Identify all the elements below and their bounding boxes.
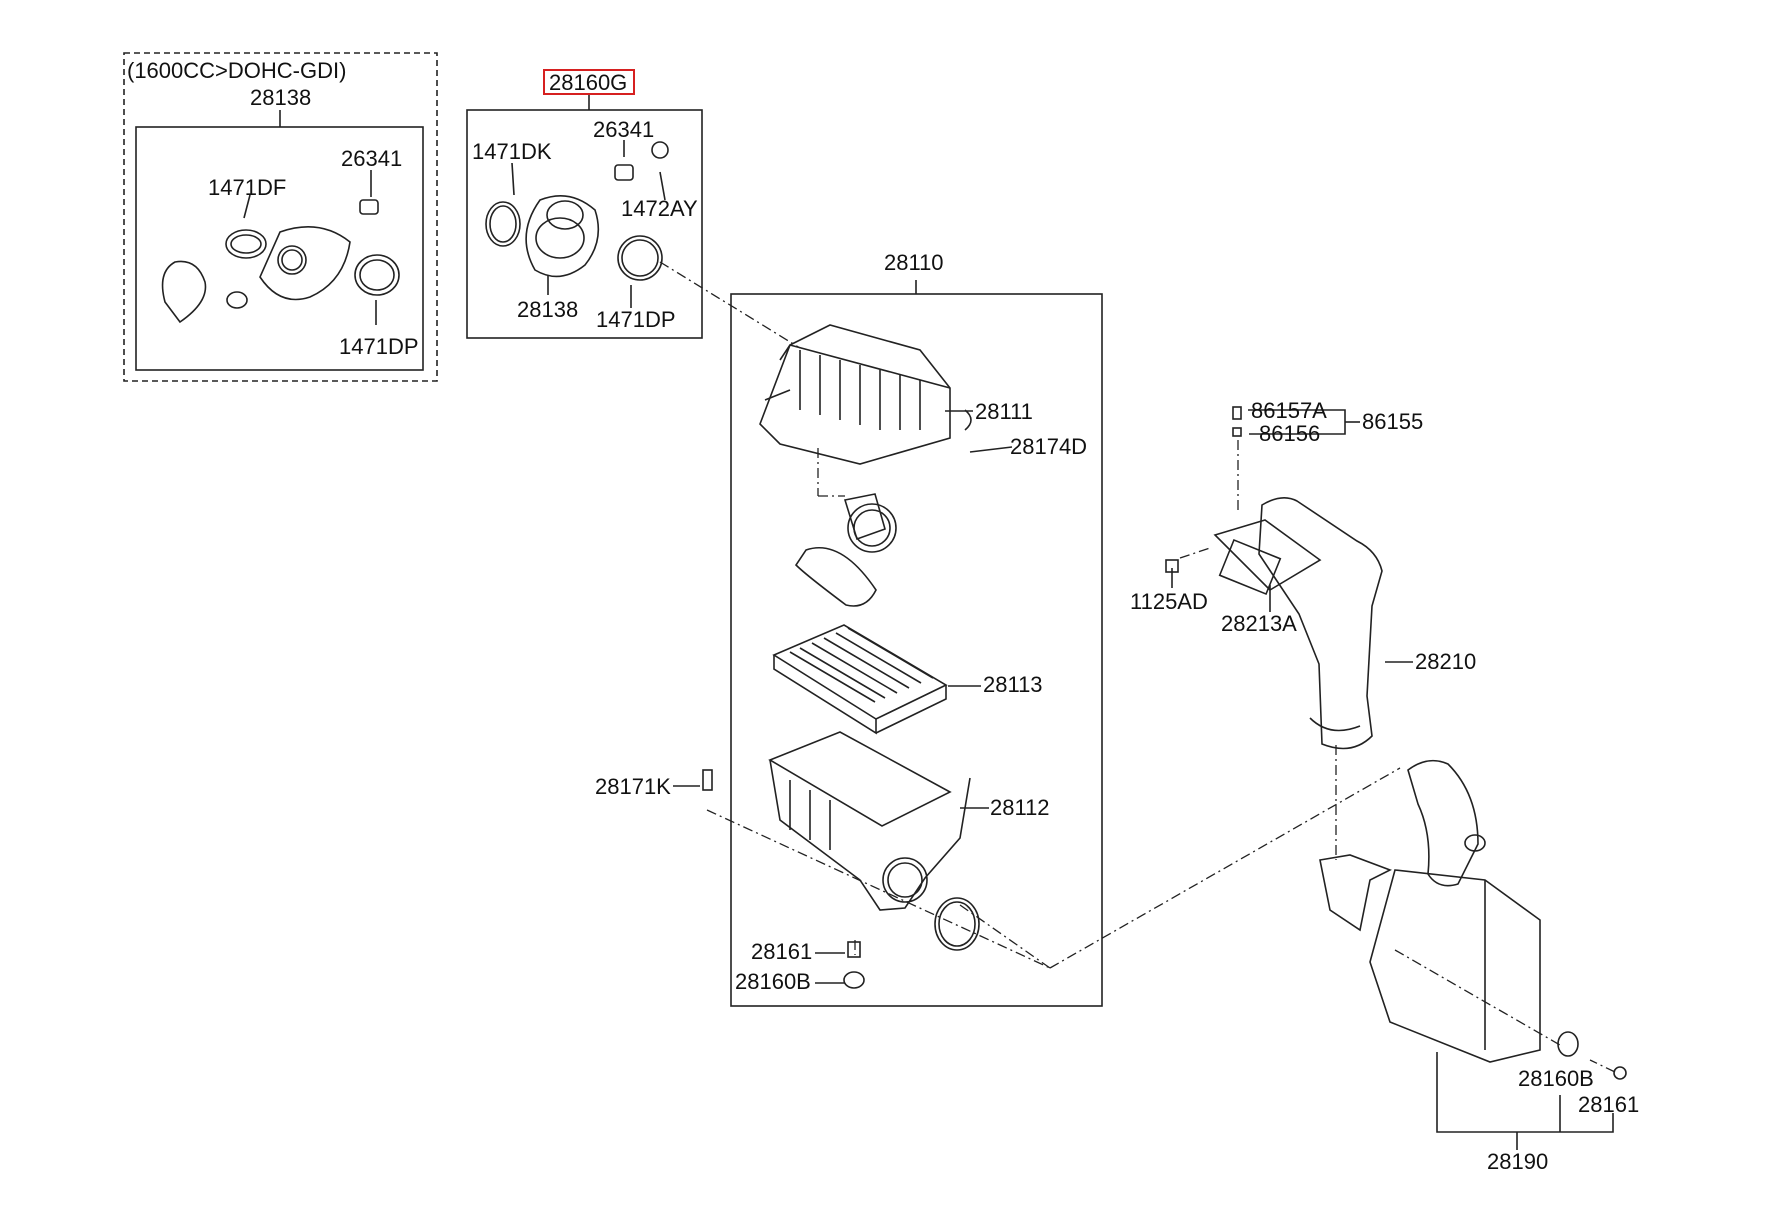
cover-label[interactable]: 28111 bbox=[975, 399, 1033, 424]
cleaner-cover bbox=[759, 324, 972, 465]
air-filter bbox=[772, 624, 948, 735]
kit-clamp-left-label[interactable]: 1471DK bbox=[472, 139, 552, 164]
cleaner-lower-body bbox=[702, 731, 980, 989]
cleaner-assy-label[interactable]: 28110 bbox=[884, 250, 944, 275]
kit-hose-parts bbox=[485, 141, 669, 281]
alt-hose-assy-label[interactable]: 28138 bbox=[250, 85, 312, 110]
duct-bracket-label[interactable]: 28213A bbox=[1221, 611, 1297, 636]
resonator-label[interactable]: 28190 bbox=[1487, 1149, 1549, 1174]
resonator-grommet-label[interactable]: 28160B bbox=[1518, 1066, 1594, 1091]
body-bolt-label[interactable]: 28171K bbox=[595, 774, 671, 799]
intake-duct bbox=[1165, 406, 1383, 750]
kit-sensor-label[interactable]: 26341 bbox=[593, 117, 655, 142]
filter-label[interactable]: 28113 bbox=[983, 672, 1043, 697]
cleaner-inlet-duct bbox=[794, 493, 897, 607]
alt-clamp-bottom-label[interactable]: 1471DP bbox=[339, 334, 419, 359]
grommet-pin-label[interactable]: 28161 bbox=[751, 939, 813, 964]
resonator bbox=[1319, 759, 1627, 1080]
resonator-pin-label[interactable]: 28161 bbox=[1578, 1092, 1640, 1117]
kit-clamp-small-label[interactable]: 1472AY bbox=[621, 196, 698, 221]
alt-clamp-top-label[interactable]: 1471DF bbox=[208, 175, 287, 200]
body-label[interactable]: 28112 bbox=[990, 795, 1050, 820]
bolt-set-group-label[interactable]: 86155 bbox=[1362, 409, 1424, 434]
kit-frame bbox=[466, 109, 703, 339]
kit-hose-label[interactable]: 28138 bbox=[517, 297, 579, 322]
bolt-set-a-label[interactable]: 86157A bbox=[1251, 398, 1327, 423]
alt-kit-parts bbox=[161, 199, 400, 324]
variant-note-label: (1600CC>DOHC-GDI) bbox=[127, 58, 347, 83]
kit-highlight-label[interactable]: 28160G bbox=[549, 70, 628, 95]
cover-clip-label[interactable]: 28174D bbox=[1010, 434, 1088, 459]
kit-clamp-right-label[interactable]: 1471DP bbox=[596, 307, 676, 332]
grommet-mount-label[interactable]: 28160B bbox=[735, 969, 811, 994]
alt-sensor-label[interactable]: 26341 bbox=[341, 146, 403, 171]
kit-number-highlight bbox=[543, 69, 635, 95]
duct-bolt-label[interactable]: 1125AD bbox=[1130, 589, 1208, 614]
intake-duct-label[interactable]: 28210 bbox=[1415, 649, 1477, 674]
bolt-set-b-label[interactable]: 86156 bbox=[1259, 421, 1321, 446]
